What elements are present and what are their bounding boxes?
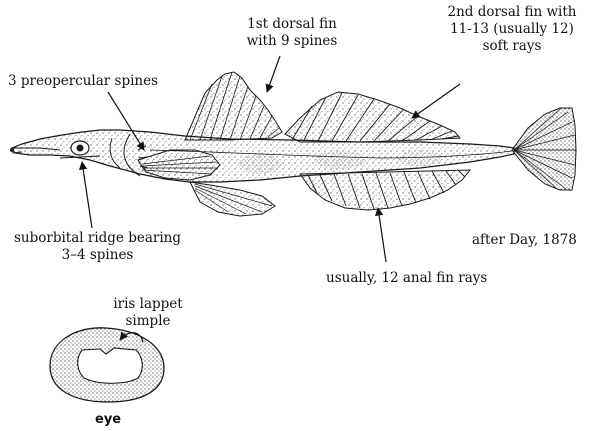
arrow-suborbital xyxy=(82,162,92,228)
arrow-anal xyxy=(378,208,386,262)
label-credit: after Day, 1878 xyxy=(472,232,577,249)
label-iris-lappet: iris lappet simple xyxy=(108,296,188,330)
arrow-dorsal2 xyxy=(412,84,460,118)
label-eye: eye xyxy=(95,412,121,427)
first-dorsal-fin xyxy=(185,72,282,140)
anal-fin xyxy=(300,170,470,210)
eye-detail xyxy=(50,328,164,402)
label-first-dorsal-fin: 1st dorsal fin with 9 spines xyxy=(232,16,352,50)
caudal-fin xyxy=(512,108,576,190)
arrow-dorsal1 xyxy=(267,56,280,92)
label-anal-fin-rays: usually, 12 anal fin rays xyxy=(326,270,487,287)
label-suborbital-ridge: suborbital ridge bearing 3–4 spines xyxy=(10,230,185,264)
fish-eye xyxy=(71,141,89,155)
pelvic-fin xyxy=(190,182,275,216)
second-dorsal-fin xyxy=(285,92,460,142)
iris-lappet xyxy=(78,348,143,383)
label-second-dorsal-fin: 2nd dorsal fin with 11-13 (usually 12) s… xyxy=(432,4,592,55)
label-preopercular-spines: 3 preopercular spines xyxy=(8,73,158,90)
